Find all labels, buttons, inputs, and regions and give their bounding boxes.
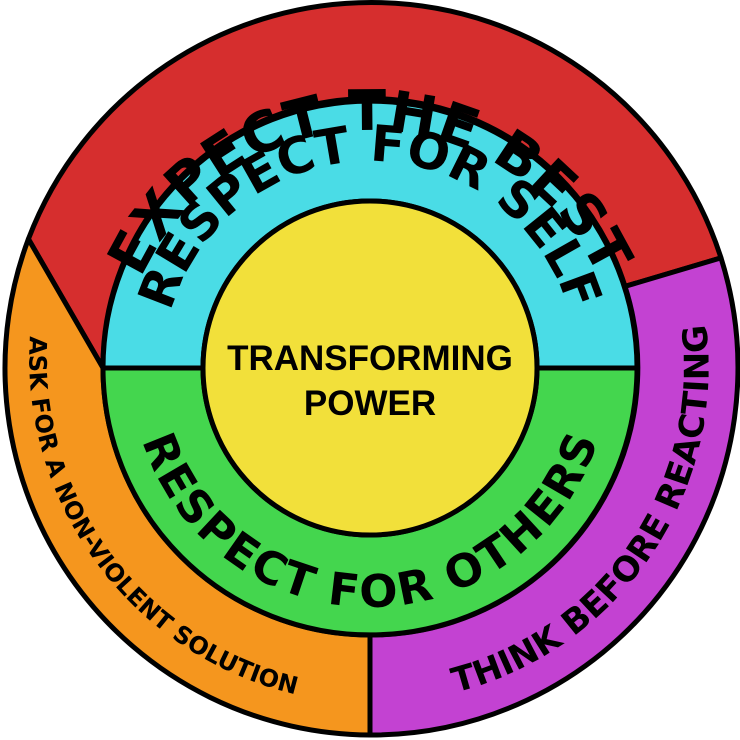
center-circle [200, 198, 540, 538]
center-title-line1: TRANSFORMING [227, 339, 513, 378]
center-title-line2: POWER [304, 384, 436, 423]
